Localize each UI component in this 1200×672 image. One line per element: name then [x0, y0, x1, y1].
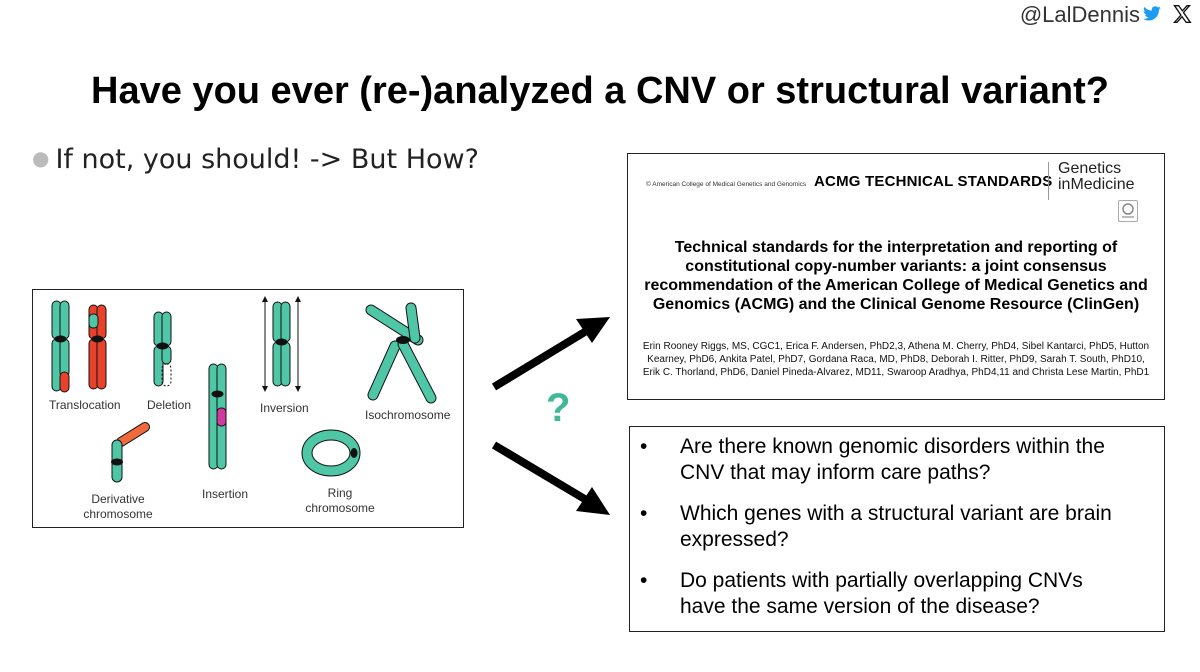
- question-bullet: •: [640, 435, 648, 458]
- paper-series: ACMG TECHNICAL STANDARDS: [814, 173, 1053, 190]
- label-inversion: Inversion: [260, 401, 309, 415]
- chromosome-illustrations: [51, 296, 437, 483]
- question-text: Do patients with partially overlapping C…: [680, 569, 1083, 618]
- question-bullet: •: [640, 502, 648, 525]
- insertion-chromosome-icon: [208, 363, 227, 470]
- label-ring-chromosome: Ring chromosome: [303, 486, 377, 516]
- bullet-dot-icon: ●: [32, 146, 50, 170]
- inversion-chromosome-icon: [262, 296, 301, 392]
- journal-name-line2: inMedicine: [1058, 176, 1135, 193]
- label-deletion: Deletion: [147, 398, 192, 412]
- questions-box: • Are there known genomic disorders with…: [629, 426, 1165, 632]
- journal-name-line1: Genetics: [1058, 160, 1122, 177]
- ring-chromosome-icon: [301, 429, 361, 477]
- translocation-chromosomes-icon: [51, 300, 107, 393]
- derivative-chromosome-icon: [111, 422, 150, 483]
- question-mark: ?: [546, 386, 571, 430]
- paper-title: Technical standards for the interpretati…: [644, 239, 1148, 313]
- paper-authors: Erin Rooney Riggs, MS, CGC1, Erica F. An…: [642, 341, 1150, 378]
- paper-divider: [1048, 162, 1049, 200]
- paper-copyright: © American College of Medical Genetics a…: [646, 181, 807, 188]
- deletion-chromosome-icon: [153, 311, 172, 387]
- label-derivative-chromosome: Derivative chromosome: [81, 492, 155, 522]
- label-translocation: Translocation: [49, 398, 121, 412]
- x-logo-icon: [1173, 5, 1192, 23]
- question-text: Which genes with a structural variant ar…: [680, 502, 1112, 551]
- label-derivative-line2: chromosome: [83, 507, 153, 521]
- intro-bullet: ●If not, you should! -> But How?: [32, 144, 479, 175]
- intro-bullet-text: If not, you should! -> But How?: [55, 144, 479, 175]
- label-derivative-line1: Derivative: [91, 492, 145, 506]
- label-ring-line2: chromosome: [305, 501, 375, 515]
- paper-header-image: © American College of Medical Genetics a…: [627, 153, 1165, 400]
- question-bullet: •: [640, 569, 648, 592]
- label-ring-line1: Ring: [327, 486, 353, 500]
- check-for-updates-icon: [1118, 200, 1138, 222]
- twitter-bird-icon: [1143, 6, 1161, 21]
- twitter-handle: @LalDennis: [1019, 2, 1140, 27]
- question-text: Are there known genomic disorders within…: [680, 435, 1105, 484]
- label-isochromosome: Isochromosome: [365, 408, 451, 422]
- chromosome-figure: Translocation Deletion Inversion Isochro…: [32, 289, 464, 528]
- isochromosome-icon: [365, 302, 437, 404]
- label-insertion: Insertion: [202, 487, 249, 501]
- slide-title: Have you ever (re-)analyzed a CNV or str…: [91, 70, 1109, 112]
- branch-arrows-icon: [491, 317, 610, 515]
